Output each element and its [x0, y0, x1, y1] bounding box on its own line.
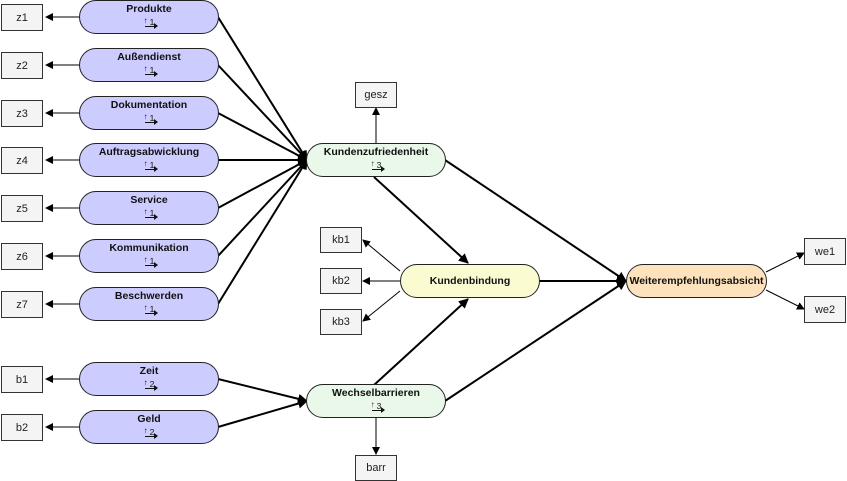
node-zeit: Zeit ↑2 — [79, 362, 219, 396]
indicator-label: gesz — [364, 89, 388, 101]
indicator-kb3: kb3 — [320, 309, 362, 335]
up-arrow-icon: ↑ — [143, 64, 148, 73]
up-arrow-icon: ↑ — [143, 112, 148, 121]
index-marker: ↑1 — [143, 16, 158, 29]
index-marker: ↑2 — [143, 426, 158, 439]
node-geld: Geld ↑2 — [79, 410, 219, 444]
up-arrow-icon: ↑ — [143, 426, 148, 435]
index-marker: ↑1 — [143, 64, 158, 77]
indicator-z3: z3 — [1, 100, 43, 127]
indicator-kb1: kb1 — [320, 227, 362, 253]
indicator-arrows-left — [45, 13, 80, 431]
node-label: Service — [130, 194, 168, 206]
node-auftragsabwicklung: Auftragsabwicklung ↑1 — [79, 143, 219, 177]
right-arrow-icon — [144, 310, 158, 316]
structural-paths — [217, 16, 627, 428]
indicator-z7: z7 — [1, 291, 43, 318]
up-arrow-icon: ↑ — [143, 159, 148, 168]
indicator-b2: b2 — [1, 414, 43, 441]
node-produkte: Produkte ↑1 — [79, 0, 219, 34]
indicator-label: b2 — [15, 421, 29, 434]
index-marker: ↑1 — [143, 255, 158, 268]
up-arrow-icon: ↑ — [143, 378, 148, 387]
up-arrow-icon: ↑ — [370, 400, 375, 409]
indicator-label: z6 — [16, 250, 28, 263]
node-label: Außendienst — [117, 51, 181, 63]
node-kundenbindung: Kundenbindung — [400, 264, 540, 298]
right-arrow-icon — [144, 433, 158, 439]
indicator-z6: z6 — [1, 243, 43, 270]
indicator-we1: we1 — [804, 238, 846, 265]
right-arrow-icon — [144, 71, 158, 77]
right-arrow-icon — [371, 166, 385, 172]
node-kommunikation: Kommunikation ↑1 — [79, 239, 219, 273]
index-marker: ↑1 — [143, 112, 158, 125]
node-kundenzufriedenheit: Kundenzufriedenheit ↑3 — [306, 143, 446, 177]
indicator-z1: z1 — [1, 4, 43, 31]
up-arrow-icon: ↑ — [370, 159, 375, 168]
node-label: Kommunikation — [109, 242, 189, 254]
right-arrow-icon — [144, 262, 158, 268]
node-weiterempfehlungsabsicht: Weiterempfehlungsabsicht — [626, 264, 767, 298]
indicator-kb2: kb2 — [320, 268, 362, 294]
right-arrow-icon — [144, 166, 158, 172]
node-label: Weiterempfehlungsabsicht — [629, 275, 764, 287]
node-label: Wechselbarrieren — [332, 387, 420, 399]
indicator-label: z5 — [16, 202, 28, 215]
index-marker: ↑3 — [370, 400, 385, 413]
node-label: Dokumentation — [110, 99, 188, 111]
indicator-gesz: gesz — [355, 82, 397, 108]
indicator-label: kb1 — [332, 234, 350, 246]
node-label: Zeit — [139, 365, 159, 377]
up-arrow-icon: ↑ — [143, 255, 148, 264]
indicator-label: z2 — [16, 59, 28, 72]
indicator-label: kb3 — [332, 316, 350, 328]
node-aussendienst: Außendienst ↑1 — [79, 48, 219, 82]
index-marker: ↑1 — [143, 159, 158, 172]
up-arrow-icon: ↑ — [143, 207, 148, 216]
indicator-label: b1 — [15, 373, 29, 386]
indicator-label: z4 — [16, 154, 28, 167]
node-service: Service ↑1 — [79, 191, 219, 225]
node-label: Beschwerden — [114, 290, 184, 302]
node-wechselbarrieren: Wechselbarrieren ↑3 — [306, 384, 446, 418]
up-arrow-icon: ↑ — [143, 303, 148, 312]
index-marker: ↑1 — [143, 207, 158, 220]
indicator-b1: b1 — [1, 366, 43, 393]
indicator-label: kb2 — [332, 275, 350, 287]
right-arrow-icon — [144, 119, 158, 125]
index-marker: ↑2 — [143, 378, 158, 391]
indicator-label: we1 — [814, 245, 836, 258]
indicator-label: barr — [366, 462, 386, 474]
right-arrow-icon — [144, 23, 158, 29]
right-arrow-icon — [144, 385, 158, 391]
node-dokumentation: Dokumentation ↑1 — [79, 96, 219, 130]
index-marker: ↑3 — [370, 159, 385, 172]
right-arrow-icon — [371, 407, 385, 413]
up-arrow-icon: ↑ — [143, 16, 148, 25]
indicator-z2: z2 — [1, 52, 43, 79]
indicator-label: z7 — [16, 298, 28, 311]
right-arrow-icon — [144, 214, 158, 220]
node-label: Auftragsabwicklung — [98, 146, 200, 158]
index-marker: ↑1 — [143, 303, 158, 316]
indicator-label: z3 — [16, 107, 28, 120]
indicator-label: z1 — [16, 11, 28, 24]
node-label: Produkte — [126, 3, 172, 15]
indicator-z4: z4 — [1, 147, 43, 174]
indicator-label: we2 — [814, 303, 836, 316]
indicator-barr: barr — [355, 455, 397, 481]
node-label: Kundenbindung — [429, 275, 511, 287]
indicator-z5: z5 — [1, 195, 43, 222]
node-label: Kundenzufriedenheit — [323, 146, 429, 158]
indicator-we2: we2 — [804, 296, 846, 323]
indicator-arrows-other — [362, 107, 805, 455]
node-beschwerden: Beschwerden ↑1 — [79, 287, 219, 321]
node-label: Geld — [137, 413, 161, 425]
